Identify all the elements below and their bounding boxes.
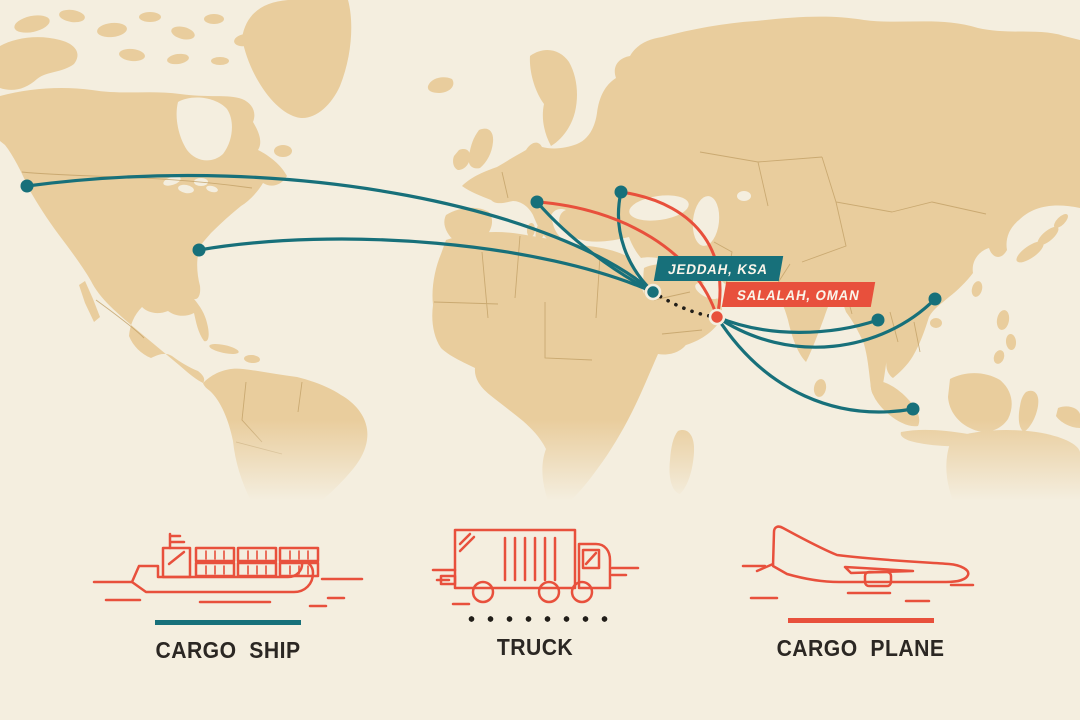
scandinavia	[529, 50, 577, 146]
route-jeddah-to-northern-italy	[535, 200, 654, 294]
japan	[1016, 241, 1044, 263]
route-salalah-to-vietnam-coast	[716, 297, 937, 349]
route-jeddah-to-us-west-coast	[26, 173, 655, 294]
salalah-badge: SALALAH, OMAN	[721, 282, 876, 307]
black-sea-body	[629, 195, 689, 221]
jeddah-badge-label: JEDDAH, KSA	[667, 261, 770, 277]
caspian-sea	[692, 196, 720, 246]
continents	[0, 0, 1080, 512]
map-bottom-fade	[0, 420, 1080, 515]
north-america	[0, 88, 287, 383]
points-layer	[20, 179, 942, 416]
sri-lanka	[813, 379, 827, 397]
kamchatka	[1045, 90, 1071, 154]
great-britain	[468, 128, 494, 169]
ireland	[453, 148, 471, 170]
legend-label: CARGO SHIP	[155, 637, 301, 663]
legend-item-cargo-plane: CARGO PLANE	[718, 520, 1003, 662]
sumatra	[870, 380, 920, 427]
destination-dot-vietnam-coast	[928, 292, 942, 306]
legend-label: TRUCK	[496, 634, 574, 660]
destination-dot-myanmar-coast	[871, 313, 885, 327]
destination-dot-northern-italy	[530, 195, 544, 209]
destination-dot-black-sea	[614, 185, 628, 199]
taiwan	[971, 281, 983, 297]
route-salalah-to-black-sea	[620, 190, 722, 318]
sicily	[536, 245, 548, 255]
legend-line-sample	[460, 616, 610, 622]
philippines	[996, 310, 1010, 330]
baja-california	[79, 281, 100, 322]
salalah-badge-label: SALALAH, OMAN	[735, 287, 862, 303]
route-salalah-to-myanmar-coast	[716, 315, 879, 334]
newfoundland	[274, 145, 292, 157]
truck-icon	[415, 524, 655, 606]
cargo-plane-icon	[718, 520, 1003, 608]
legend-line-sample	[155, 620, 301, 625]
africa	[432, 232, 688, 501]
legend-item-cargo-ship: CARGO SHIP	[88, 518, 368, 664]
hainan	[930, 318, 942, 328]
origin-dot-salalah	[708, 308, 726, 326]
route-salalah-to-indonesia	[715, 316, 914, 414]
route-jeddah-to-black-sea	[616, 191, 655, 294]
cuba	[209, 343, 239, 355]
hudson-bay	[176, 97, 232, 161]
jeddah-badge: JEDDAH, KSA	[653, 256, 784, 281]
route-salalah-to-northern-italy	[536, 200, 719, 318]
hispaniola	[244, 354, 260, 364]
greenland	[242, 0, 352, 119]
routes-layer	[26, 173, 937, 414]
alaska	[0, 37, 78, 90]
iceland	[427, 77, 454, 93]
legend-item-truck: TRUCK	[415, 524, 655, 661]
cargo-ship-icon	[88, 518, 368, 610]
origin-dot-jeddah	[644, 283, 662, 301]
destination-dot-us-east-coast	[192, 243, 206, 257]
aral-sea	[737, 191, 751, 201]
baltic-sea	[568, 113, 588, 143]
legend-label: CARGO PLANE	[776, 635, 945, 661]
route-jeddah-to-us-east-coast	[198, 237, 654, 294]
crete	[570, 249, 584, 255]
borneo	[948, 373, 1012, 432]
destination-dot-indonesia	[906, 402, 920, 416]
legend-line-sample	[787, 618, 934, 623]
destination-dot-us-west-coast	[20, 179, 34, 193]
eurasia	[462, 16, 1080, 397]
